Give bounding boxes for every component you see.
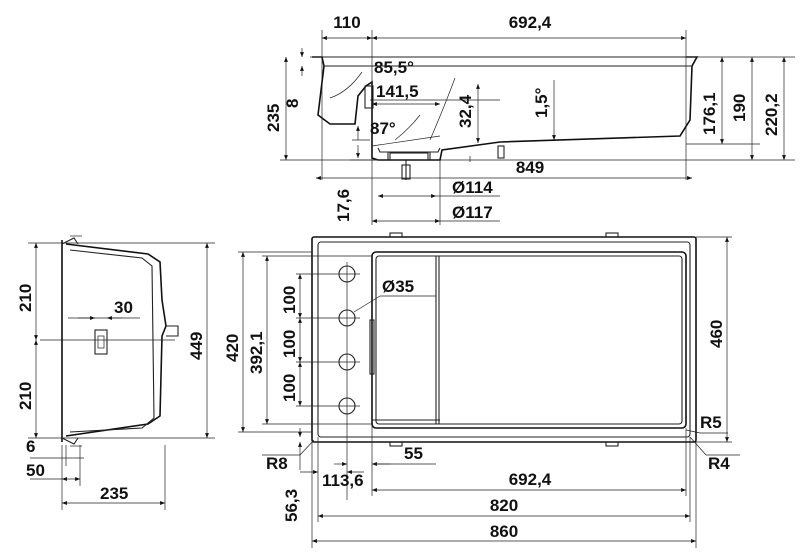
dim-8: 8 — [283, 99, 302, 108]
dim-190: 190 — [730, 94, 749, 122]
dim-849: 849 — [516, 158, 544, 177]
dim-460: 460 — [707, 320, 726, 348]
sink-outer-outline — [311, 236, 697, 443]
dim-100-c: 100 — [280, 374, 299, 402]
dim-6: 6 — [26, 437, 35, 456]
dim-110: 110 — [333, 13, 360, 32]
side-view: 210 210 30 449 6 50 235 — [16, 235, 215, 510]
dim-420: 420 — [223, 334, 242, 362]
dim-56: 56,3 — [282, 489, 301, 522]
plan-view: 420 392,1 100 100 100 Ø35 460 R5 R4 R8 5 — [223, 232, 740, 548]
radius-r8: R8 — [266, 454, 288, 473]
dim-113: 113,6 — [322, 471, 364, 490]
dim-820: 820 — [490, 496, 518, 515]
angle-1-5: 1,5° — [532, 87, 551, 118]
dim-d117: Ø117 — [452, 203, 493, 222]
side-outline — [61, 240, 167, 442]
radius-r5: R5 — [700, 413, 722, 432]
sink-bowl — [371, 251, 687, 429]
dim-17-6: 17,6 — [334, 189, 353, 222]
dim-d114: Ø114 — [452, 178, 493, 197]
dim-860: 860 — [490, 522, 518, 541]
dim-210-top: 210 — [16, 284, 35, 312]
dim-210-bot: 210 — [16, 382, 35, 410]
dim-100-a: 100 — [280, 286, 299, 314]
dim-32: 32,4 — [456, 94, 475, 128]
section-outline — [312, 56, 699, 161]
dim-692-top: 692,4 — [509, 13, 552, 32]
section-view: 110 692,4 85,5° 141,5 87° 32,4 1,5° 176,… — [264, 13, 795, 225]
dim-d35: Ø35 — [382, 277, 414, 296]
radius-r4: R4 — [708, 454, 730, 473]
dim-141: 141,5 — [376, 82, 419, 101]
dim-30: 30 — [114, 298, 133, 317]
dim-235: 235 — [264, 104, 283, 132]
dim-50: 50 — [26, 461, 45, 480]
angle-85: 85,5° — [374, 58, 414, 77]
dim-220: 220,2 — [762, 93, 781, 136]
angle-87: 87° — [370, 119, 396, 138]
dim-55: 55 — [404, 444, 423, 463]
dim-100-b: 100 — [280, 330, 299, 358]
dim-176: 176,1 — [700, 92, 719, 135]
dim-392: 392,1 — [247, 331, 266, 374]
dim-449: 449 — [187, 332, 206, 360]
dim-692-bottom: 692,4 — [509, 470, 552, 489]
dim-235-side: 235 — [100, 484, 128, 503]
